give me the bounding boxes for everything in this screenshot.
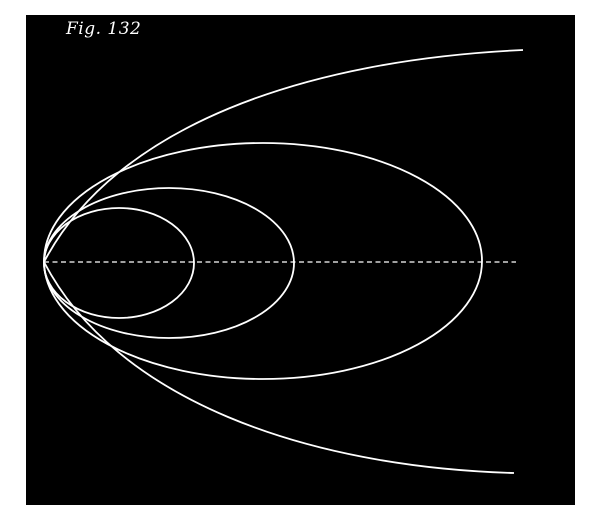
large-ellipse (43, 142, 483, 380)
figure-label: Fig. 132 (66, 19, 142, 39)
small-ellipse (43, 207, 195, 319)
parabola (42, 49, 524, 474)
figure-plate: Fig. 132 (26, 15, 575, 505)
conic-diagram (42, 49, 524, 474)
